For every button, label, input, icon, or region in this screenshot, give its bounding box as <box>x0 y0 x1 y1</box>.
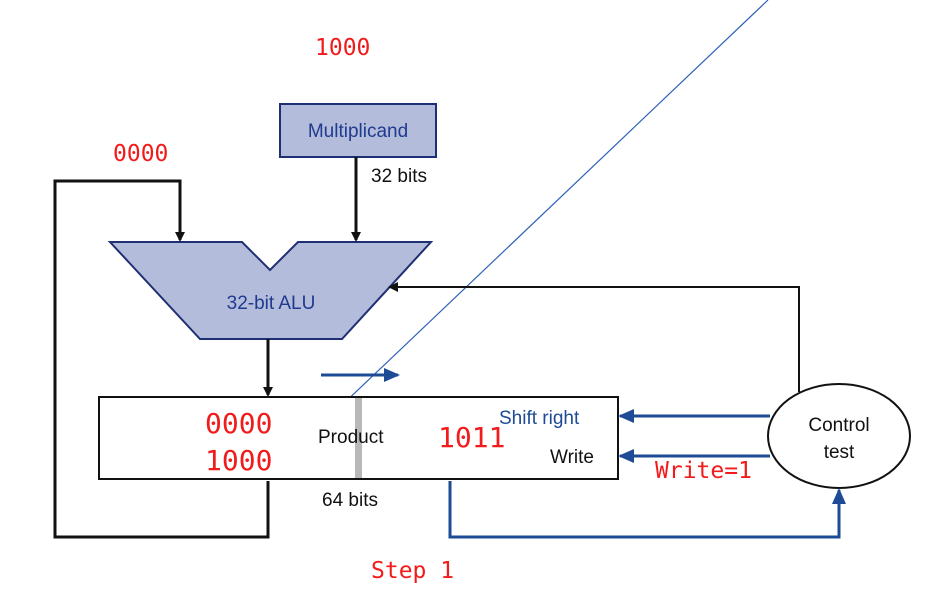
feedback-wire <box>53 179 270 539</box>
alu-label: 32-bit ALU <box>227 293 316 314</box>
control-label-line2: test <box>824 442 855 463</box>
control-test-ellipse <box>767 383 911 489</box>
multiplicand-box <box>279 103 437 158</box>
product-high-value: 0000 <box>205 407 273 440</box>
alu-input-value: 0000 <box>113 141 169 167</box>
alu-shape <box>107 241 434 340</box>
write-signal-annotation: Write=1 <box>655 458 752 484</box>
diagonal-line <box>298 0 769 447</box>
control-to-alu-wire <box>388 282 800 392</box>
product-width-label: 64 bits <box>322 490 378 511</box>
multiplicand-value: 1000 <box>315 35 371 61</box>
multiplicand-width-label: 32 bits <box>371 166 427 187</box>
product-to-control-wire <box>448 481 846 539</box>
write-label: Write <box>550 447 594 468</box>
product-label: Product <box>318 427 384 448</box>
step-label: Step 1 <box>371 558 455 584</box>
product-right-value: 1011 <box>438 421 506 454</box>
shift-right-label: Shift right <box>499 408 580 429</box>
control-label-line1: Control <box>808 415 869 436</box>
product-low-value: 1000 <box>205 444 273 477</box>
product-separator <box>355 398 362 478</box>
multiplicand-label: Multiplicand <box>308 121 408 142</box>
